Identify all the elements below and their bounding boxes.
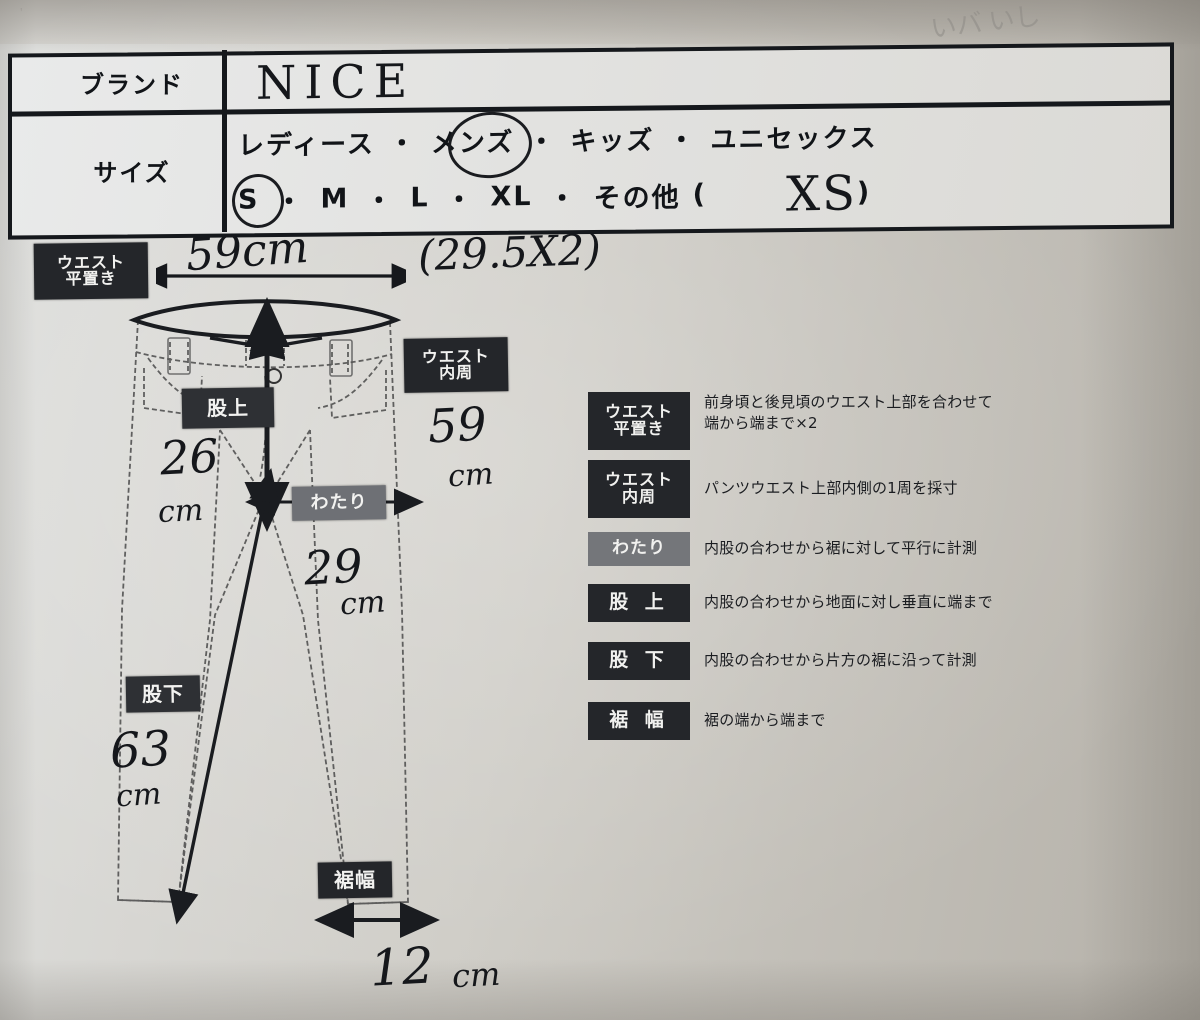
legend-description: 内股の合わせから地面に対し垂直に端まで — [704, 584, 993, 613]
legend-item: 裾 幅 裾の端から端まで — [588, 702, 1168, 740]
legend-item: ウエスト 平置き 前身頃と後見頃のウエスト上部を合わせて 端から端まで×2 — [588, 392, 1168, 450]
size-option-m[interactable]: M — [320, 182, 350, 215]
legend-item: 股 下 内股の合わせから片方の裾に沿って計測 — [588, 642, 1168, 680]
legend-badge-line-2: 内周 — [621, 487, 656, 506]
legend-desc-line-1: パンツウエスト上部内側の1周を採寸 — [704, 479, 958, 497]
legend-description: 裾の端から端まで — [704, 702, 826, 731]
thigh-unit: cm — [338, 584, 387, 623]
badge-rise-diagram: 股上 — [181, 387, 275, 429]
legend-badge: ウエスト 内周 — [588, 460, 690, 518]
measurement-legend: ウエスト 平置き 前身頃と後見頃のウエスト上部を合わせて 端から端まで×2 ウエ… — [588, 392, 1168, 750]
legend-badge-line-1: ウエスト — [604, 470, 673, 490]
legend-desc-line-1: 内股の合わせから地面に対し垂直に端まで — [704, 593, 993, 611]
gender-option-ladies[interactable]: レディース — [238, 129, 375, 161]
hem-value: 12 — [368, 936, 436, 998]
waist-flat-note: (29.5X2) — [417, 224, 602, 281]
legend-desc-line-1: 前身頃と後見頃のウエスト上部を合わせて — [704, 393, 993, 411]
legend-badge: 股 下 — [588, 642, 690, 680]
size-label: サイズ — [93, 158, 171, 187]
legend-badge: 裾 幅 — [588, 702, 690, 740]
legend-description: 前身頃と後見頃のウエスト上部を合わせて 端から端まで×2 — [704, 392, 993, 435]
legend-badge-line-1: わたり — [612, 538, 666, 559]
sep-6: ・ — [445, 184, 475, 216]
desk-top-strip-shade — [0, 0, 1200, 44]
legend-desc-line-1: 内股の合わせから裾に対して平行に計測 — [704, 539, 978, 557]
badge-inseam-diagram: 股下 — [125, 675, 201, 713]
sep-1: ・ — [388, 128, 417, 159]
inseam-value: 63 — [108, 720, 173, 780]
table-col-divider — [222, 49, 227, 233]
sep-5: ・ — [365, 185, 395, 217]
other-close-paren: ) — [856, 176, 872, 208]
pencil-mark-left: ' — [20, 6, 23, 21]
legend-badge-line-2: 平置き — [613, 419, 665, 438]
legend-badge-line-1: 股 下 — [609, 649, 669, 672]
gender-option-kids[interactable]: キッズ — [570, 125, 655, 157]
other-size-value: XS — [786, 165, 858, 223]
brand-label: ブランド — [80, 70, 184, 99]
sep-7: ・ — [548, 182, 578, 215]
legend-description: パンツウエスト上部内側の1周を採寸 — [704, 460, 958, 499]
legend-badge: ウエスト 平置き — [588, 392, 690, 450]
legend-desc-line-2: 端から端まで×2 — [704, 414, 818, 433]
size-options: S ・ M ・ L ・ XL ・ その他 ( ) — [238, 165, 998, 224]
legend-desc-line-1: 裾の端から端まで — [704, 711, 826, 729]
legend-description: 内股の合わせから片方の裾に沿って計測 — [704, 642, 977, 671]
legend-item: わたり 内股の合わせから裾に対して平行に計測 — [588, 532, 1168, 566]
legend-badge: 股 上 — [588, 584, 690, 622]
spec-table: ブランド NICE サイズ レディース ・ メンズ ・ キッズ ・ ユニセックス… — [8, 42, 1174, 240]
legend-badge-line-1: 股 上 — [609, 591, 669, 614]
badge-hem-diagram: 裾幅 — [317, 861, 393, 899]
size-option-xl[interactable]: XL — [490, 180, 533, 213]
pants-illustration — [60, 280, 490, 940]
rise-unit: cm — [157, 492, 205, 531]
waist-flat-arrow — [156, 263, 406, 289]
legend-badge-line-1: ウエスト — [604, 402, 673, 422]
hem-unit: cm — [451, 954, 502, 996]
brand-value: NICE — [256, 53, 416, 110]
legend-item: ウエスト 内周 パンツウエスト上部内側の1周を採寸 — [588, 460, 1168, 518]
legend-description: 内股の合わせから裾に対して平行に計測 — [704, 532, 977, 559]
legend-desc-line-1: 内股の合わせから片方の裾に沿って計測 — [704, 651, 977, 669]
gender-option-unisex[interactable]: ユニセックス — [710, 122, 878, 156]
other-open-paren: ( — [692, 178, 707, 210]
other-label: その他 — [593, 181, 681, 214]
size-option-l[interactable]: L — [410, 181, 430, 214]
legend-badge: わたり — [588, 532, 690, 566]
badge-thigh-diagram: わたり — [291, 485, 387, 521]
legend-item: 股 上 内股の合わせから地面に対し垂直に端まで — [588, 584, 1168, 622]
legend-badge-line-1: 裾 幅 — [609, 709, 669, 732]
rise-value: 26 — [158, 428, 220, 486]
sep-3: ・ — [668, 125, 697, 156]
inseam-unit: cm — [114, 776, 163, 815]
gender-options: レディース ・ メンズ ・ キッズ ・ ユニセックス — [238, 114, 938, 165]
